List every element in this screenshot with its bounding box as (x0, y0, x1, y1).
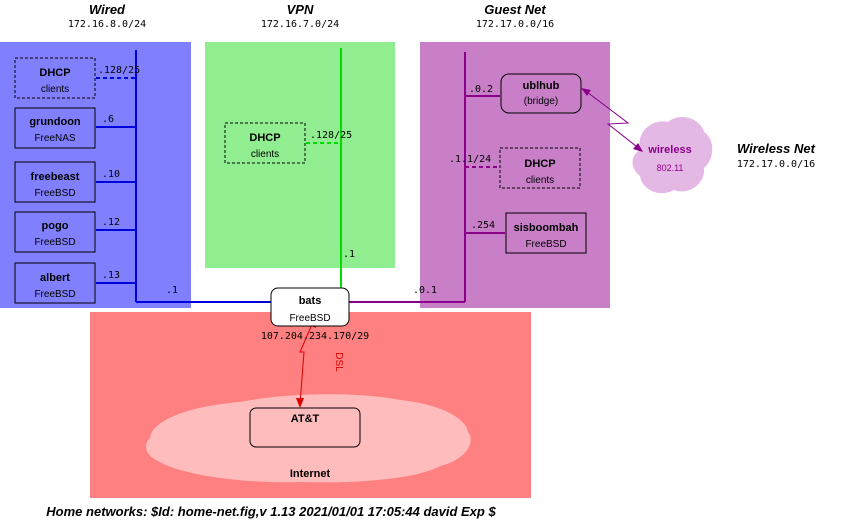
diagram-caption: Home networks: $Id: home-net.fig,v 1.13 … (46, 504, 496, 519)
grundoon-addr: .6 (102, 114, 114, 125)
vpn-title: VPN (287, 2, 314, 17)
internet-cloud (145, 394, 471, 483)
freebeast-addr: .10 (102, 169, 120, 180)
wireless-sub: 802.11 (657, 163, 684, 173)
sisboombah-label: sisboombah (514, 222, 579, 234)
guest-dhcp-label: DHCP (524, 158, 555, 170)
vpn-dhcp-clients-box: DHCP clients (224, 122, 306, 164)
guest-bats-addr: .0.1 (413, 285, 437, 296)
ublhub-label: ublhub (523, 80, 560, 92)
albert-sub: FreeBSD (34, 289, 75, 300)
dsl-link (299, 321, 314, 405)
guest-dhcp-addr: .1.1/24 (449, 154, 491, 165)
ublhub-host-box: ublhub (bridge) (500, 73, 582, 114)
bats-external-addr: 107.204.234.170/29 (261, 331, 369, 342)
dsl-label: DSL (333, 352, 344, 372)
wireless-net-subnet: 172.17.0.0/16 (737, 159, 815, 170)
grundoon-label: grundoon (29, 116, 81, 128)
vpn-subnet: 172.16.7.0/24 (261, 19, 339, 30)
wireless-link-arrow-top (581, 88, 591, 96)
guest-dhcp-sub: clients (526, 175, 554, 186)
guest-title: Guest Net (484, 2, 546, 17)
grundoon-host-box: grundoon FreeNAS (14, 107, 96, 149)
pogo-sub: FreeBSD (34, 237, 75, 248)
pogo-addr: .12 (102, 217, 120, 228)
att-box: AT&T (249, 407, 361, 448)
att-label: AT&T (291, 413, 320, 425)
bats-router-box: bats FreeBSD (270, 287, 350, 327)
grundoon-sub: FreeNAS (34, 133, 75, 144)
vpn-dhcp-label: DHCP (249, 132, 280, 144)
wired-dhcp-sub: clients (41, 84, 69, 95)
wireless-link (582, 88, 642, 151)
wireless-link-arrow-bottom (633, 143, 643, 152)
albert-host-box: albert FreeBSD (14, 262, 96, 304)
sisboombah-sub: FreeBSD (525, 239, 566, 250)
wired-dhcp-label: DHCP (39, 67, 70, 79)
vpn-dhcp-sub: clients (251, 149, 279, 160)
internet-label: Internet (290, 468, 331, 480)
vpn-dhcp-addr: .128/25 (310, 130, 352, 141)
pogo-label: pogo (42, 220, 69, 232)
sisboombah-addr: .254 (471, 220, 495, 231)
freebeast-host-box: freebeast FreeBSD (14, 161, 96, 203)
vpn-region (205, 42, 395, 268)
ublhub-sub: (bridge) (524, 96, 558, 107)
sisboombah-host-box: sisboombah FreeBSD (505, 212, 587, 254)
freebeast-sub: FreeBSD (34, 188, 75, 199)
vpn-bats-addr: .1 (343, 249, 355, 260)
wireless-label: wireless (647, 144, 691, 156)
pogo-host-box: pogo FreeBSD (14, 211, 96, 253)
bats-label: bats (299, 295, 322, 307)
wireless-net-title: Wireless Net (737, 141, 816, 156)
wired-dhcp-clients-box: DHCP clients (14, 57, 96, 99)
wired-dhcp-addr: .128/25 (98, 65, 140, 76)
guest-dhcp-clients-box: DHCP clients (499, 147, 581, 189)
freebeast-label: freebeast (31, 171, 80, 183)
ublhub-addr: .0.2 (469, 84, 493, 95)
wired-bats-addr: .1 (166, 285, 178, 296)
dsl-arrow-bottom (296, 398, 304, 408)
wired-subnet: 172.16.8.0/24 (68, 19, 146, 30)
wired-title: Wired (89, 2, 126, 17)
albert-label: albert (40, 272, 70, 284)
guest-subnet: 172.17.0.0/16 (476, 19, 554, 30)
albert-addr: .13 (102, 270, 120, 281)
wireless-bubble (632, 117, 713, 194)
guest-region (420, 42, 610, 308)
bats-sub: FreeBSD (289, 313, 330, 324)
